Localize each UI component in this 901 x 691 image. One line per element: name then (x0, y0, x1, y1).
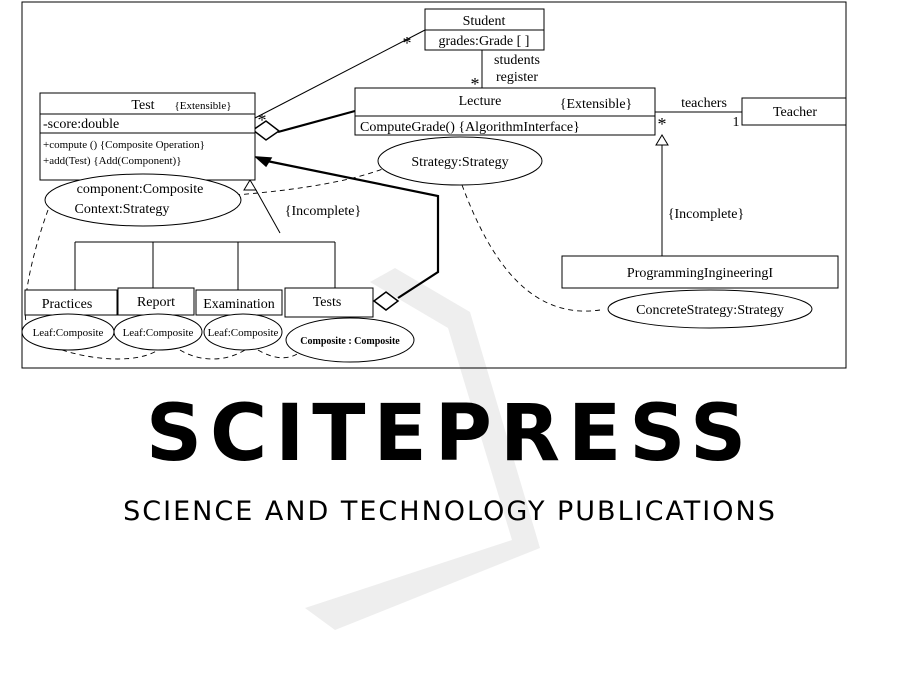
dashed-link-component-left (24, 209, 49, 331)
class-report-name: Report (137, 295, 175, 310)
role-teachers: teachers (681, 96, 727, 111)
collab-composite[interactable]: Composite : Composite (285, 317, 415, 363)
collab-leaf-1-label: Leaf:Composite (33, 327, 104, 339)
watermark-tagline: SCIENCE AND TECHNOLOGY PUBLICATIONS (123, 496, 777, 527)
watermark-swoosh-icon (305, 268, 540, 630)
class-test-op-add: +add(Test) {Add(Component)} (43, 155, 182, 167)
aggregation-diamond-test (251, 120, 281, 141)
collab-concrete-label: ConcreteStrategy:Strategy (636, 303, 784, 318)
link-hierarchy-diagonal (255, 189, 281, 234)
class-test-stereotype: {Extensible} (175, 100, 232, 112)
collab-component[interactable]: component:Composite Context:Strategy (44, 173, 242, 227)
class-test-attr: -score:double (43, 117, 119, 132)
dashed-link-leaf-2 (179, 349, 246, 360)
dashed-link-leaf-3 (257, 349, 301, 359)
collab-component-line2: Context:Strategy (75, 202, 170, 217)
multiplicity-test-star: * (258, 110, 267, 130)
class-student[interactable]: Student grades:Grade [ ] (424, 8, 545, 51)
watermark: SCITEPRESS SCIENCE AND TECHNOLOGY PUBLIC… (123, 268, 777, 630)
class-examination-name: Examination (203, 297, 275, 312)
collab-leaf-1[interactable]: Leaf:Composite (21, 313, 115, 351)
constraint-incomplete-test: {Incomplete} (285, 204, 361, 219)
collab-leaf-2[interactable]: Leaf:Composite (113, 313, 203, 351)
dashed-link-leaf-1 (61, 349, 159, 360)
class-student-attr: grades:Grade [ ] (439, 34, 530, 49)
class-practices-name: Practices (42, 297, 93, 312)
role-register: register (496, 70, 538, 85)
class-teacher[interactable]: Teacher (741, 97, 847, 126)
dashed-link-strategy-concrete (461, 184, 601, 312)
class-test-op-compute: +compute () {Composite Operation} (43, 139, 205, 151)
link-tests-test-aggregation (261, 158, 440, 299)
class-test-name: Test (131, 98, 154, 113)
multiplicity-teacher-one: 1 (733, 115, 740, 130)
collab-strategy[interactable]: Strategy:Strategy (377, 136, 543, 186)
link-test-lecture-aggregation (277, 109, 356, 134)
diagram-frame (21, 1, 847, 369)
collab-leaf-3[interactable]: Leaf:Composite (203, 313, 283, 351)
class-teacher-name: Teacher (773, 105, 817, 120)
aggregation-diamond-tests (372, 291, 400, 311)
multiplicity-student-star: * (403, 33, 412, 53)
link-test-student (254, 29, 426, 119)
multiplicity-lecture-teacher-star: * (658, 114, 667, 134)
constraint-incomplete-lecture: {Incomplete} (668, 207, 744, 222)
class-practices[interactable]: Practices (24, 289, 118, 316)
role-students: students (494, 53, 540, 68)
class-tests[interactable]: Tests (284, 287, 374, 318)
class-test[interactable]: Test {Extensible} -score:double +compute… (39, 92, 256, 181)
class-lecture-op: ComputeGrade() {AlgorithmInterface} (360, 120, 580, 135)
watermark-logo: SCITEPRESS (146, 389, 754, 479)
collab-leaf-3-label: Leaf:Composite (208, 327, 279, 339)
class-student-name: Student (463, 14, 506, 29)
arrowhead-test (253, 156, 273, 168)
class-lecture-name: Lecture (459, 94, 502, 109)
class-programming-name: ProgrammingIngineeringI (627, 266, 774, 281)
class-lecture[interactable]: Lecture {Extensible} ComputeGrade() {Alg… (354, 87, 656, 136)
collab-component-line1: component:Composite (77, 182, 204, 197)
class-programming[interactable]: ProgrammingIngineeringI (561, 255, 839, 289)
generalization-triangle-test (243, 179, 257, 191)
class-tests-name: Tests (313, 295, 342, 310)
collab-concrete[interactable]: ConcreteStrategy:Strategy (607, 289, 813, 329)
multiplicity-lecture-star: * (471, 74, 480, 94)
generalization-triangle-lecture (655, 134, 669, 146)
class-report[interactable]: Report (117, 287, 195, 316)
solid-links (74, 29, 742, 290)
collab-strategy-label: Strategy:Strategy (411, 155, 508, 170)
class-lecture-stereotype: {Extensible} (560, 97, 633, 112)
collab-leaf-2-label: Leaf:Composite (123, 327, 194, 339)
class-examination[interactable]: Examination (195, 289, 283, 316)
collab-composite-label: Composite : Composite (300, 336, 400, 347)
